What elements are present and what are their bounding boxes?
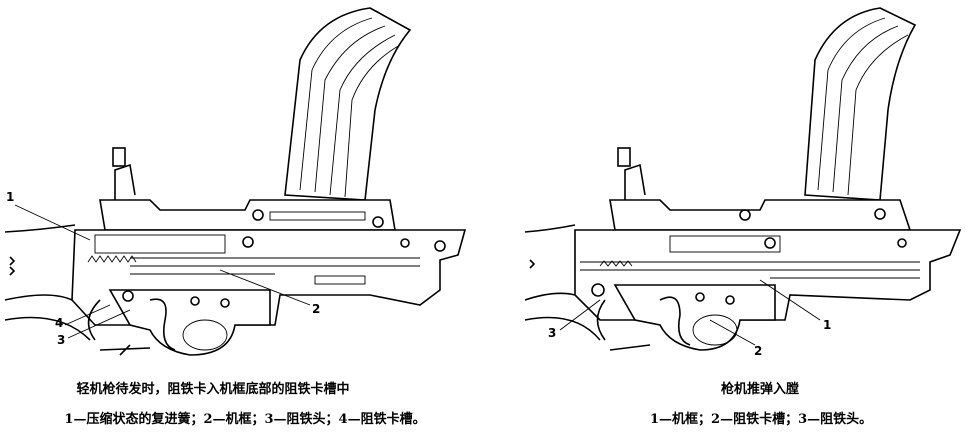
- callout-3-right: 3: [548, 326, 557, 340]
- left-gun-drawing: [4, 7, 467, 356]
- left-caption-title: 轻机枪待发时，阻铁卡入机框底部的阻铁卡槽中: [76, 382, 350, 397]
- callout-1-right: 1: [823, 318, 832, 332]
- right-gun-drawing: [524, 7, 962, 351]
- callout-2-right: 2: [754, 344, 763, 358]
- callout-4: 4: [55, 316, 64, 330]
- right-caption-title: 枪机推弹入膛: [720, 382, 799, 397]
- callout-2: 2: [312, 302, 321, 316]
- left-caption-legend: 1—压缩状态的复进簧；2—机框；3—阻铁头；4—阻铁卡槽。: [64, 412, 426, 427]
- callout-3: 3: [57, 333, 66, 347]
- right-caption-legend: 1—机框；2—阻铁卡槽；3—阻铁头。: [650, 412, 873, 427]
- callout-1: 1: [6, 190, 15, 204]
